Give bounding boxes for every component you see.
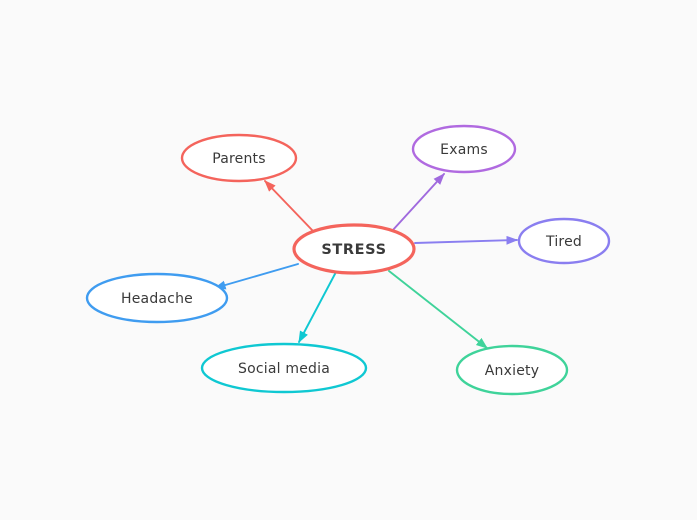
node-headache-label: Headache bbox=[121, 291, 193, 307]
node-exams-shape[interactable] bbox=[411, 124, 517, 174]
node-exams[interactable]: Exams bbox=[411, 124, 517, 174]
node-exams-label: Exams bbox=[440, 142, 488, 158]
node-parents[interactable]: Parents bbox=[180, 133, 298, 183]
edge-stress-social-media bbox=[298, 271, 337, 344]
edge-stress-parents bbox=[264, 180, 314, 232]
node-anxiety[interactable]: Anxiety bbox=[455, 344, 569, 396]
node-tired-shape[interactable] bbox=[517, 217, 611, 265]
edge-stress-tired bbox=[414, 235, 519, 245]
node-tired-label: Tired bbox=[545, 234, 582, 250]
node-tired[interactable]: Tired bbox=[517, 217, 611, 265]
node-anxiety-shape[interactable] bbox=[455, 344, 569, 396]
node-parents-shape[interactable] bbox=[180, 133, 298, 183]
node-stress-label: STRESS bbox=[321, 242, 386, 258]
node-stress-shape[interactable] bbox=[292, 223, 416, 275]
edge-stress-exams bbox=[391, 173, 445, 232]
node-social-media-label: Social media bbox=[238, 361, 330, 377]
node-headache-shape[interactable] bbox=[85, 272, 229, 324]
node-headache[interactable]: Headache bbox=[85, 272, 229, 324]
node-parents-label: Parents bbox=[212, 151, 266, 167]
edges-layer bbox=[213, 173, 519, 349]
node-social-media[interactable]: Social media bbox=[200, 342, 368, 394]
edge-stress-anxiety bbox=[388, 270, 488, 349]
node-anxiety-label: Anxiety bbox=[485, 363, 539, 379]
node-social-media-shape[interactable] bbox=[200, 342, 368, 394]
edge-stress-headache bbox=[213, 263, 299, 290]
node-stress[interactable]: STRESS bbox=[292, 223, 416, 275]
